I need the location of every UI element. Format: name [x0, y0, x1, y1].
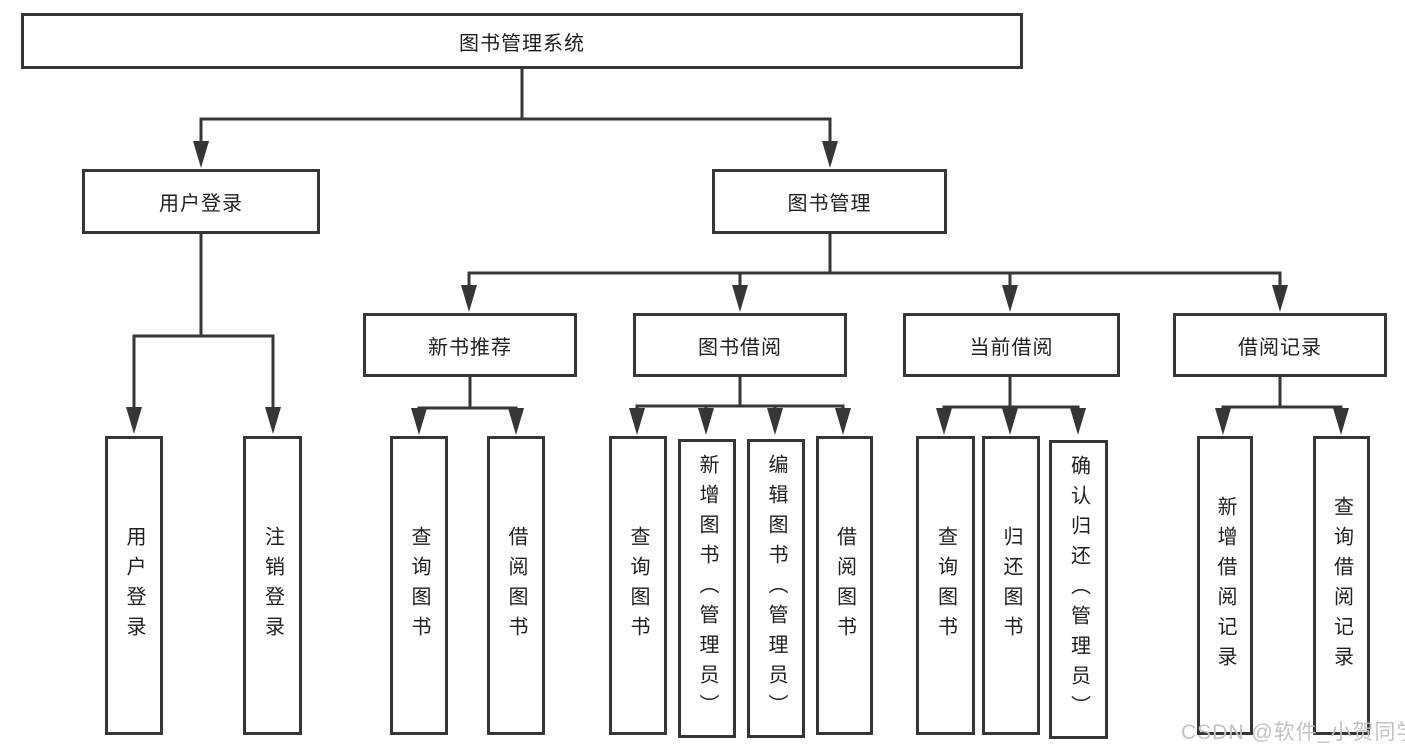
- node-label: 借阅图书: [833, 525, 856, 646]
- node-search-books-current: 查询图书: [916, 436, 975, 735]
- node-label: 注销登录: [261, 525, 284, 646]
- node-confirm-return-admin: 确认归还（管理员）: [1049, 440, 1108, 739]
- node-search-borrow-record: 查询借阅记录: [1313, 436, 1370, 735]
- node-borrow-books-borrowing: 借阅图书: [816, 436, 873, 735]
- node-label: 图书管理: [787, 193, 872, 215]
- csdn-watermark: CSDN @软件_小贺同学: [1181, 721, 1405, 744]
- node-borrow-books-recommend: 借阅图书: [487, 436, 545, 735]
- node-label: 查询图书: [934, 525, 957, 646]
- node-add-borrow-record: 新增借阅记录: [1197, 436, 1253, 735]
- node-user-login-leaf: 用户登录: [105, 436, 163, 735]
- node-logout-leaf: 注销登录: [243, 436, 302, 735]
- node-label: 用户登录: [123, 525, 145, 646]
- node-label: 借阅图书: [505, 525, 527, 646]
- node-label: 确认归还（管理员）: [1067, 454, 1090, 725]
- node-label: 新增图书（管理员）: [696, 453, 718, 724]
- node-book-management: 图书管理: [712, 169, 947, 234]
- node-search-books-borrowing: 查询图书: [609, 436, 667, 735]
- node-borrowing-records: 借阅记录: [1173, 313, 1387, 377]
- arrowheads: [126, 141, 1349, 435]
- node-book-borrowing: 图书借阅: [633, 313, 847, 377]
- node-search-books-recommend: 查询图书: [390, 436, 448, 735]
- node-user-login: 用户登录: [82, 169, 320, 234]
- node-label: 借阅记录: [1238, 336, 1322, 359]
- node-label: 新增借阅记录: [1214, 495, 1236, 676]
- node-label: 编辑图书（管理员）: [765, 453, 787, 724]
- node-library-system: 图书管理系统: [21, 13, 1023, 69]
- node-label: 查询图书: [408, 525, 430, 646]
- node-return-books: 归还图书: [982, 436, 1040, 735]
- node-add-books-admin: 新增图书（管理员）: [678, 439, 736, 738]
- node-label: 用户登录: [159, 193, 243, 215]
- node-label: 新书推荐: [428, 336, 512, 359]
- node-label: 归还图书: [1000, 525, 1022, 646]
- node-new-book-recommendation: 新书推荐: [363, 313, 577, 377]
- node-label: 当前借阅: [969, 336, 1054, 359]
- node-label: 图书管理系统: [459, 32, 585, 55]
- node-label: 查询图书: [627, 525, 649, 646]
- node-current-borrowing: 当前借阅: [903, 313, 1120, 377]
- node-edit-books-admin: 编辑图书（管理员）: [747, 439, 805, 738]
- node-label: 查询借阅记录: [1330, 495, 1353, 676]
- node-label: 图书借阅: [698, 336, 782, 359]
